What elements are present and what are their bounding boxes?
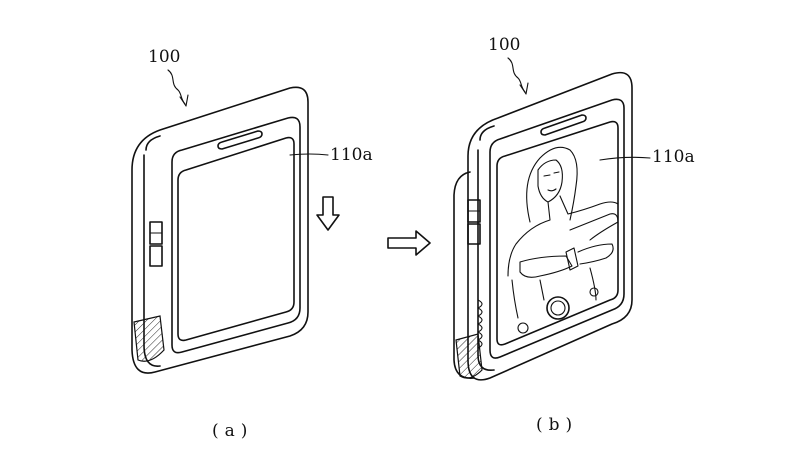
- figure-a-hinge: [133, 315, 165, 362]
- right-arrow-icon: [387, 230, 431, 256]
- back-button-icon: [517, 322, 529, 334]
- figure-b-front-frame: [489, 98, 625, 359]
- person-hair: [526, 146, 578, 223]
- figure-b-side-button-lower: [467, 223, 481, 245]
- figure-b-screen: [496, 120, 619, 346]
- down-arrow-icon: [316, 196, 340, 231]
- figure-b-ref-device: 100: [488, 35, 520, 55]
- figure-a-ref-screen: 110a: [330, 145, 373, 165]
- person-eyes: [543, 171, 560, 177]
- person-mouth: [547, 188, 557, 192]
- person-shoulder-right: [559, 195, 619, 215]
- figure-a-device: 100 110a (a): [131, 47, 373, 441]
- figure-b-screen-image: [507, 146, 619, 319]
- home-button-inner: [550, 300, 566, 316]
- figure-b-device: 100: [453, 35, 695, 435]
- figure-b-caption: (b): [536, 415, 578, 435]
- figure-a-ref-device: 100: [148, 47, 180, 67]
- figure-b-bellows: [477, 299, 483, 349]
- figure-a-leader-device: [167, 69, 186, 105]
- person-torso: [511, 267, 597, 319]
- figure-a-front-frame: [171, 116, 301, 354]
- person-arm-upper: [569, 213, 619, 241]
- person-forearm: [519, 255, 573, 278]
- menu-button-icon: [589, 287, 599, 297]
- figure-a-leader-arrowhead: [179, 94, 189, 107]
- figure-b-speaker: [540, 114, 587, 136]
- figure-b-leader-screen: [599, 156, 651, 161]
- figure-a-outer-body: [131, 86, 309, 374]
- person-watch: [565, 247, 579, 271]
- figure-a-leader-screen: [289, 153, 329, 156]
- figure-b-hinge: [455, 333, 483, 379]
- figure-b-fold-edge-top: [479, 125, 495, 141]
- figure-b-fold-edge: [477, 149, 495, 372]
- figure-b-leader-device: [507, 57, 526, 93]
- figure-b-ref-screen: 110a: [652, 147, 695, 167]
- figure-a-fold-edge-top: [145, 135, 161, 151]
- person-shoulder-left: [507, 201, 551, 277]
- figure-a-speaker: [217, 130, 263, 150]
- figure-b-leader-arrowhead: [519, 82, 529, 95]
- person-hand: [577, 243, 614, 265]
- figure-a-caption: (a): [212, 421, 253, 441]
- home-button-icon: [546, 296, 570, 320]
- figure-a-side-button-lower: [149, 245, 163, 267]
- figure-b-outer-body: [467, 71, 633, 381]
- person-face: [537, 159, 563, 203]
- figure-a-screen: [177, 136, 295, 342]
